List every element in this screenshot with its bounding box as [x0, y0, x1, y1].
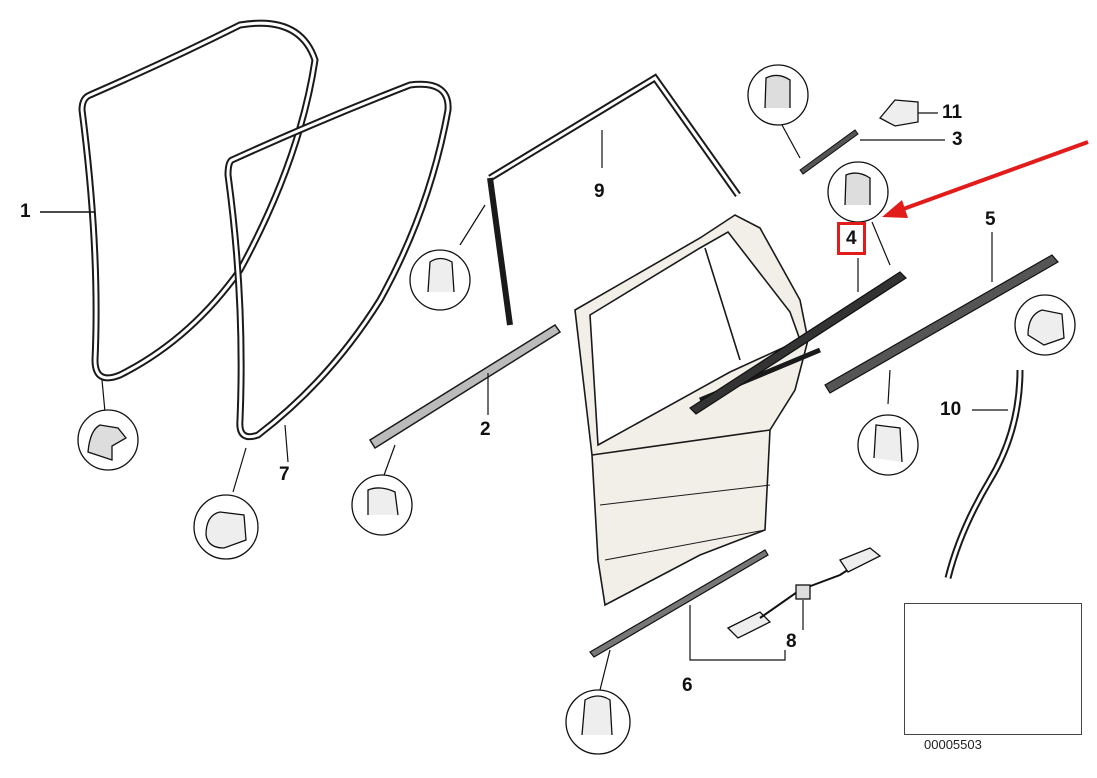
detail-circle-part-2: [351, 474, 413, 536]
callout-part-6[interactable]: 6: [682, 675, 693, 696]
detail-circle-part-10: [1014, 294, 1076, 356]
part-1-door-seal: [78, 19, 319, 382]
part-4-window-slot-strip: [689, 271, 907, 415]
highlight-arrow: [882, 140, 1089, 218]
detail-circle-part-1: [77, 409, 139, 471]
callout-part-7[interactable]: 7: [279, 464, 290, 485]
inset-frame: [904, 603, 1082, 735]
part-5-outer-moulding: [824, 254, 1059, 394]
part-9-window-channel: [487, 73, 741, 326]
part-8-door-check: [726, 547, 882, 639]
part-6-lower-seal: [589, 549, 769, 658]
callout-part-3[interactable]: 3: [952, 129, 963, 150]
detail-circle-part-9: [409, 249, 471, 311]
part-3-trim-strip: [799, 129, 859, 175]
callout-part-8[interactable]: 8: [786, 631, 797, 652]
callout-part-5[interactable]: 5: [985, 209, 996, 230]
part-7-door-seal: [224, 80, 452, 441]
detail-circle-part-7: [193, 494, 259, 560]
callout-part-11[interactable]: 11: [942, 102, 963, 123]
detail-circle-part-5: [857, 414, 919, 476]
detail-circle-part-6: [565, 689, 631, 755]
callout-part-4-highlighted[interactable]: 4: [837, 222, 866, 255]
part-11-clip: [878, 99, 919, 127]
callout-part-2[interactable]: 2: [480, 419, 491, 440]
callout-part-10[interactable]: 10: [940, 399, 962, 420]
part-10-pillar-seal: [944, 369, 1024, 579]
detail-circle-part-4: [827, 161, 889, 223]
callout-part-1[interactable]: 1: [20, 201, 31, 222]
part-2-window-slot-seal: [368, 323, 562, 450]
callout-part-9[interactable]: 9: [594, 181, 605, 202]
diagram-code: 00005503: [924, 737, 982, 752]
detail-circle-part-3: [747, 64, 809, 126]
